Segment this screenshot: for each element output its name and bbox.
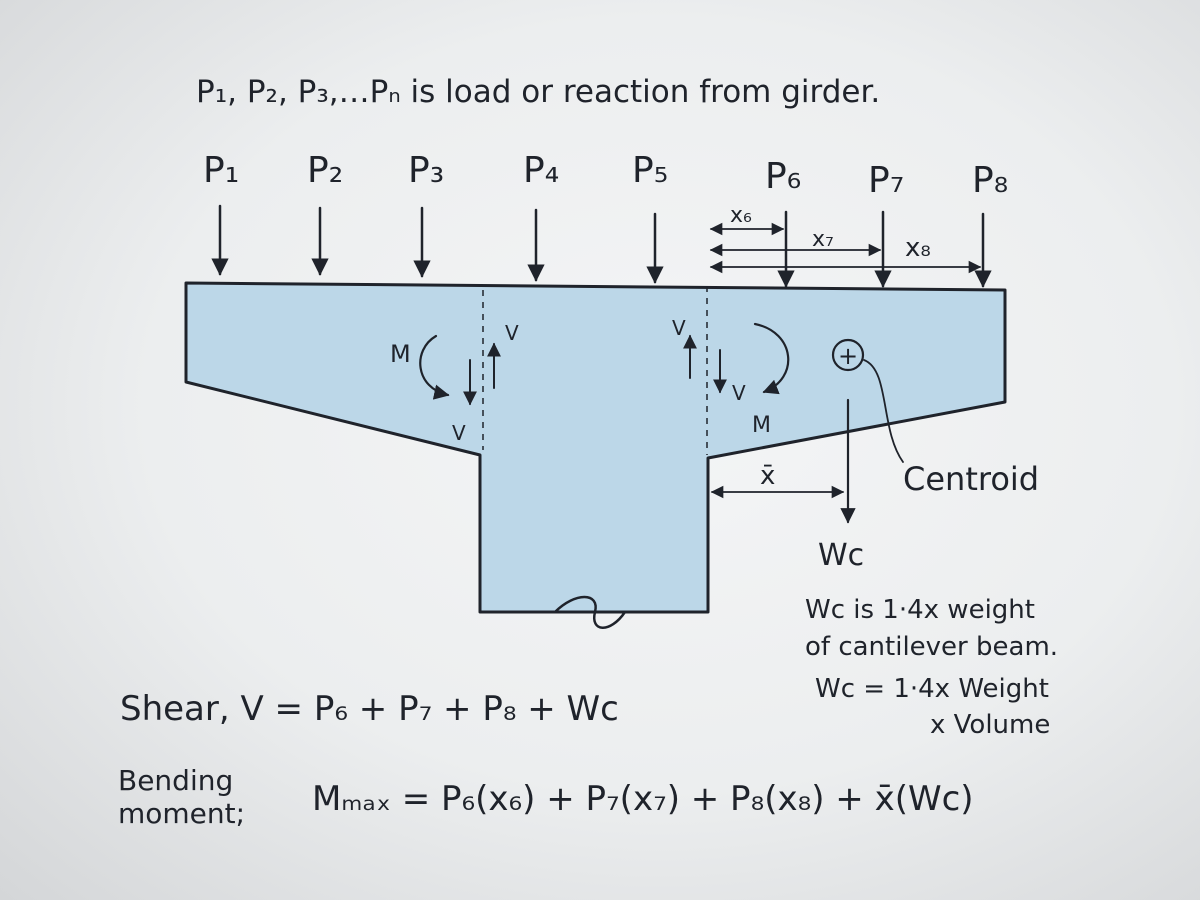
load-label-p4: P₄ [523, 150, 559, 191]
centroid-leader [863, 359, 904, 463]
centroid-symbol: + [838, 342, 858, 370]
shear-label-right-top: V [672, 316, 686, 340]
bending-label-line-2: moment; [118, 797, 245, 830]
load-label-p5: P₅ [632, 150, 668, 191]
bending-label-line-1: Bending [118, 764, 233, 797]
moment-label-right: M [752, 413, 771, 438]
distance-label-x6: x₆ [730, 203, 752, 228]
shear-formula: Shear, V = P₆ + P₇ + P₈ + Wc [120, 689, 619, 729]
note-line-1: Wc is 1·4x weight [805, 595, 1035, 625]
load-label-p2: P₂ [307, 150, 343, 191]
load-labels: P₁ P₂ P₃ P₄ P₅ P₆ P₇ P₈ [203, 150, 1008, 201]
self-weight-note: Wc is 1·4x weight of cantilever beam. Wc… [805, 595, 1058, 740]
load-label-p1: P₁ [203, 150, 239, 191]
note-line-4: x Volume [930, 710, 1050, 740]
bending-formula: Mₘₐₓ = P₆(x₆) + P₇(x₇) + P₈(x₈) + x̄(Wc) [312, 779, 974, 819]
self-weight-label: Wc [818, 538, 864, 573]
load-arrows [211, 204, 992, 288]
xbar-label: x̄ [760, 461, 775, 491]
distance-dimensions: x₆ x₇ x₈ [709, 203, 982, 274]
distance-label-x7: x₇ [812, 227, 834, 252]
load-label-p3: P₃ [408, 150, 444, 191]
diagram-heading: P₁, P₂, P₃,…Pₙ is load or reaction from … [196, 74, 880, 110]
load-label-p6: P₆ [765, 156, 801, 197]
note-line-2: of cantilever beam. [805, 632, 1058, 662]
load-label-p8: P₈ [972, 160, 1008, 201]
moment-arrow-left [419, 334, 450, 400]
centroid-group: + Centroid x̄ Wc [710, 338, 1039, 573]
moment-label-left: M [390, 340, 411, 368]
shear-label-left-bottom: V [452, 421, 466, 445]
load-label-p7: P₇ [868, 160, 904, 201]
right-section-forces: V V M [672, 316, 790, 438]
centroid-icon [831, 338, 865, 372]
break-line [553, 595, 627, 629]
shear-label-left-top: V [505, 321, 519, 345]
distance-label-x8: x₈ [905, 233, 931, 263]
shear-label-right-bottom: V [732, 381, 746, 405]
centroid-label: Centroid [903, 460, 1039, 498]
moment-arrow-right [753, 322, 790, 395]
note-line-3: Wc = 1·4x Weight [815, 674, 1049, 704]
left-section-forces: M V V [390, 321, 519, 445]
pier-cap-section [184, 281, 1007, 614]
